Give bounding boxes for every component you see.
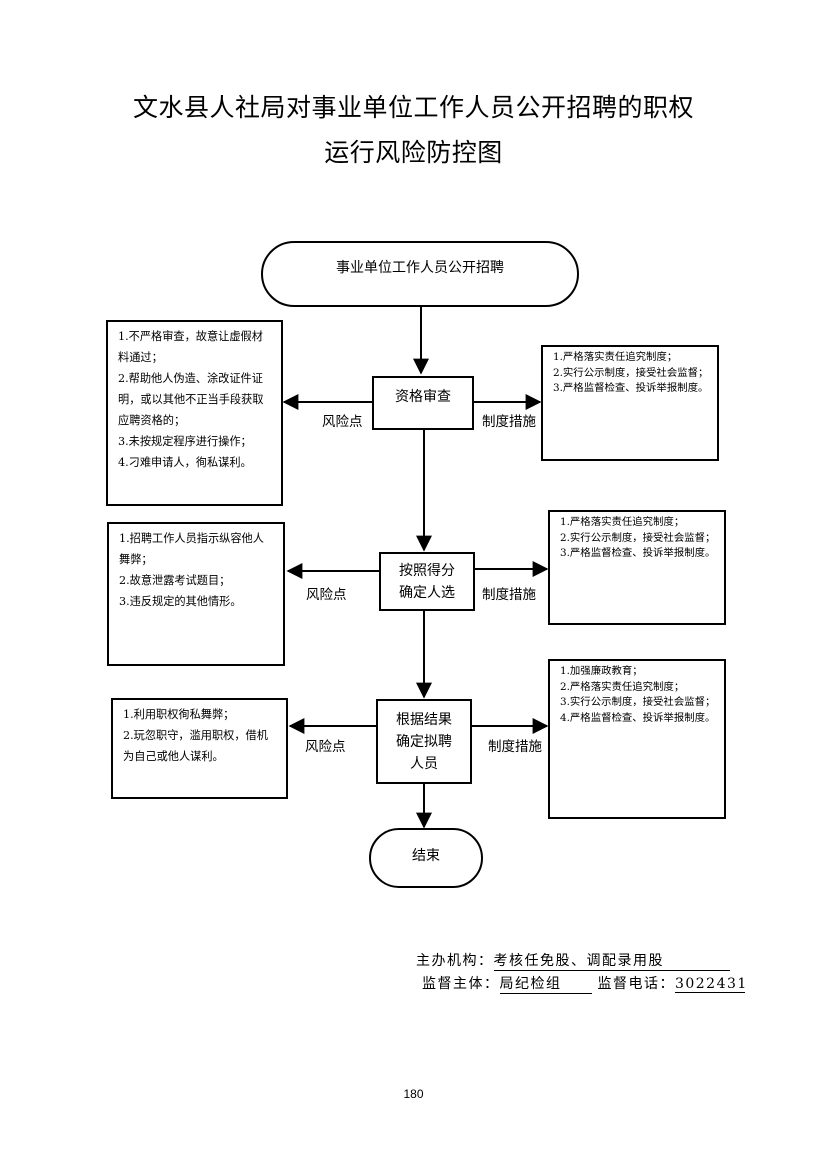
risk-item: 3.未按规定程序进行操作； [118, 435, 252, 448]
measure-item: 1.严格落实责任追究制度； [553, 351, 678, 363]
end-terminal: 结束 [370, 829, 482, 883]
measure-item: 4.严格监督检查、投诉举报制度。 [560, 711, 716, 724]
step3-measure-box: 1.加强廉政教育； 2.严格落实责任追究制度； 3.实行公示制度，接受社会监督；… [548, 659, 726, 819]
risk-item: 1.招聘工作人员指示纵容他人舞弊； [119, 532, 264, 566]
page-title: 文水县人社局对事业单位工作人员公开招聘的职权 [132, 93, 694, 122]
footer-host-label: 主办机构： [416, 953, 494, 969]
footer-phone-value: 3022431 [674, 976, 748, 993]
measure-item: 2.严格落实责任追究制度； [560, 680, 685, 693]
step2-measure-label: 制度措施 [482, 587, 536, 603]
page-subtitle: 运行风险防控图 [324, 138, 503, 167]
start-terminal: 事业单位工作人员公开招聘 [262, 242, 578, 294]
risk-item: 2.帮助他人伪造、涂改证件证明，或以其他不正当手段获取应聘资格的； [118, 372, 264, 427]
risk-item: 4.刁难申请人，徇私谋利。 [118, 456, 252, 469]
step1-measure-box: 1.严格落实责任追究制度； 2.实行公示制度，接受社会监督； 3.严格监督检查、… [541, 345, 719, 461]
step2-risk-label: 风险点 [306, 587, 347, 603]
step3-label: 根据结果确定拟聘人员 [396, 711, 452, 772]
measure-item: 2.实行公示制度，接受社会监督； [560, 531, 716, 544]
step1-label: 资格审查 [395, 389, 451, 405]
page-number: 180 [403, 1087, 424, 1101]
risk-item: 1.利用职权徇私舞弊； [123, 708, 235, 721]
footer-supervisor-label: 监督主体： [422, 976, 500, 992]
step3-risk-box: 1.利用职权徇私舞弊； 2.玩忽职守，滥用职权，借机为自己或他人谋利。 [111, 698, 288, 799]
footer-phone-label: 监督电话： [597, 976, 675, 992]
end-terminal-text: 结束 [412, 848, 440, 864]
footer-host-row: 主办机构：考核任免股、调配录用股 [416, 950, 730, 971]
step2-box: 按照得分确定人选 [379, 552, 475, 611]
step1-risk-label: 风险点 [322, 414, 363, 430]
footer-supervisor-row: 监督主体：局纪检组 监督电话：3022431 [422, 973, 748, 994]
risk-item: 3.违反规定的其他情形。 [119, 595, 242, 608]
step1-measure-label: 制度措施 [482, 414, 536, 430]
measure-item: 3.严格监督检查、投诉举报制度。 [560, 547, 716, 559]
measure-item: 3.实行公示制度，接受社会监督； [560, 696, 716, 708]
footer-supervisor-value: 局纪检组 [499, 973, 592, 994]
start-terminal-text: 事业单位工作人员公开招聘 [336, 260, 504, 276]
measure-item: 1.严格落实责任追究制度； [560, 516, 685, 528]
step2-label: 按照得分确定人选 [399, 562, 455, 601]
step3-box: 根据结果确定拟聘人员 [376, 699, 472, 784]
risk-item: 1.不严格审查，故意让虚假材料通过； [118, 330, 263, 364]
step1-risk-box: 1.不严格审查，故意让虚假材料通过； 2.帮助他人伪造、涂改证件证明，或以其他不… [106, 320, 283, 506]
footer-host-value: 考核任免股、调配录用股 [493, 950, 730, 971]
step3-risk-label: 风险点 [305, 739, 346, 755]
step2-risk-box: 1.招聘工作人员指示纵容他人舞弊； 2.故意泄露考试题目； 3.违反规定的其他情… [107, 522, 285, 666]
step2-measure-box: 1.严格落实责任追究制度； 2.实行公示制度，接受社会监督； 3.严格监督检查、… [548, 510, 726, 625]
risk-item: 2.玩忽职守，滥用职权，借机为自己或他人谋利。 [123, 729, 268, 763]
end-terminal-shape [369, 828, 483, 888]
step1-box: 资格审查 [372, 376, 474, 430]
measure-item: 1.加强廉政教育； [560, 665, 643, 677]
risk-item: 2.故意泄露考试题目； [119, 574, 231, 587]
measure-item: 3.严格监督检查、投诉举报制度。 [553, 382, 709, 394]
measure-item: 2.实行公示制度，接受社会监督； [553, 366, 709, 379]
step3-measure-label: 制度措施 [488, 739, 542, 755]
